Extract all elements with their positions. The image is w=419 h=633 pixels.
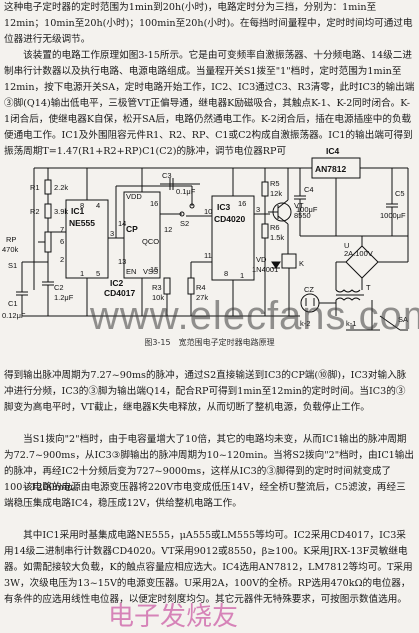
- pin-number: 5: [96, 269, 100, 278]
- vd-value: 1N4001: [252, 265, 278, 274]
- bridge-u-value: 2A.100V: [344, 249, 373, 258]
- ic2-cp-label: CP: [126, 224, 138, 234]
- pin-number: 8: [224, 269, 228, 278]
- pin-number: 11: [204, 251, 212, 260]
- pin-number: 15: [150, 265, 158, 274]
- r6-label: R6: [270, 223, 280, 232]
- ic2-part-label: CD4017: [104, 288, 135, 298]
- pin-number: 16: [150, 199, 158, 208]
- figure-caption: 图3-15 宽范围电子定时器电路原理: [144, 338, 275, 347]
- r4-label: R4: [196, 283, 206, 292]
- c5-label: C5: [395, 189, 405, 198]
- pin-number: 14: [118, 219, 126, 228]
- ic2-qco-label: QCO: [142, 237, 159, 246]
- paragraph-components: 其中IC1采用时基集成电路NE555，μA555或LM555等均可。IC2采用C…: [4, 530, 413, 605]
- pin-number: 10: [204, 207, 212, 216]
- paragraph-power-supply: 该电路的电源由电源变压器将220V市电变成低压14V，经全桥U整流后，C5滤波，…: [4, 482, 406, 509]
- r1-value: 2.2k: [54, 183, 68, 192]
- pin-number: 1: [80, 269, 84, 278]
- pin-number: 12: [164, 225, 172, 234]
- c4-label: C4: [304, 185, 314, 194]
- c1-value: 0.12μF: [2, 311, 26, 320]
- pin-number: 1: [240, 271, 244, 280]
- ic2-label: IC2: [110, 278, 124, 288]
- ic4-label: IC4: [326, 146, 340, 156]
- c5-value: 1000μF: [380, 211, 406, 220]
- transformer-t-label: T: [366, 283, 371, 292]
- pin-number: 2: [60, 255, 64, 264]
- r2-label: R2: [30, 207, 40, 216]
- r1-label: R1: [30, 183, 40, 192]
- r6-value: 1.5k: [270, 233, 284, 242]
- contact-k1-label: k-1: [346, 319, 356, 328]
- rp-label: RP: [6, 235, 16, 244]
- vt-label: VT: [294, 201, 304, 210]
- pin-number: 3: [110, 229, 114, 238]
- c3-label: C3: [162, 171, 172, 180]
- pin-number: 6: [60, 237, 64, 246]
- vd-label: VD: [256, 255, 267, 264]
- relay-k-label: K: [299, 259, 304, 268]
- s1-label: S1: [8, 261, 17, 270]
- r5-value: 12k: [270, 189, 282, 198]
- ic3-label: IC3: [217, 202, 231, 212]
- pin-number: 3: [256, 205, 260, 214]
- site-watermark: www.elecfans.com: [90, 294, 419, 338]
- r2-value: 3.9k: [54, 207, 68, 216]
- r3-value: 10k: [152, 293, 164, 302]
- pin-number: 7: [60, 225, 64, 234]
- rp-value: 470k: [2, 245, 19, 254]
- r4-value: 27k: [196, 293, 208, 302]
- r5-label: R5: [270, 179, 280, 188]
- paragraph-intro: 这种电子定时器的定时范围为1min到20h(小时)，电路定时分为三挡，分别为：1…: [4, 2, 415, 157]
- c3-value: 0.1μF: [176, 187, 196, 196]
- brand-watermark: 电子发烧友: [108, 602, 239, 632]
- switch-sa-label: SA: [398, 315, 408, 324]
- ic1-label: IC1: [71, 206, 85, 216]
- contact-k2-label: k-2: [300, 319, 310, 328]
- socket-cz-label: CZ: [304, 285, 314, 294]
- paragraph-pulse-output: 得到输出脉冲周期为7.27~90ms的脉冲，通过S2直接输送到IC3的CP端(⑩…: [4, 370, 407, 413]
- c1-label: C1: [8, 299, 18, 308]
- vt-value: 8550: [294, 211, 311, 220]
- pin-number: 8: [80, 201, 84, 210]
- c4-value: 100μF: [296, 205, 318, 214]
- ic2-vss-label: VSS: [143, 267, 158, 276]
- pin-number: 13: [118, 257, 126, 266]
- c2-label: C2: [54, 283, 64, 292]
- ic2-vdd-label: VDD: [126, 192, 142, 201]
- paragraph-range-switch: 当S1拨向"2"档时，由于电容量增大了10倍，其它的电路均未变，从而IC1输出的…: [4, 434, 414, 493]
- r3-label: R3: [152, 283, 162, 292]
- bridge-u-label: U: [344, 241, 349, 250]
- c2-value: 1.2μF: [54, 293, 74, 302]
- pin-number: 16: [238, 199, 246, 208]
- pin-number: 4: [96, 201, 100, 210]
- ic4-part-label: AN7812: [315, 164, 346, 174]
- ic3-part-label: CD4020: [214, 214, 245, 224]
- ic2-en-label: EN: [126, 267, 136, 276]
- s2-label: S2: [180, 219, 189, 228]
- ic1-part-label: NE555: [69, 218, 95, 228]
